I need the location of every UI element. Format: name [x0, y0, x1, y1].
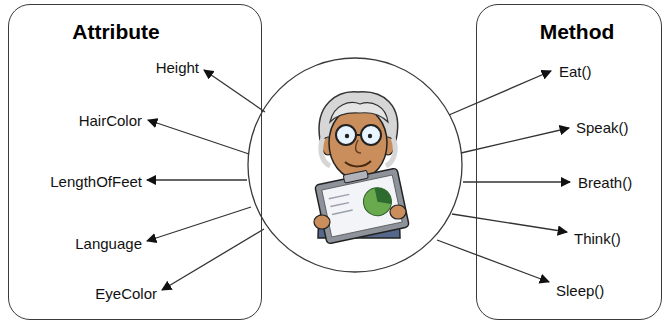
leader-arrow: [148, 120, 249, 154]
member-label: EyeColor: [37, 284, 157, 303]
object-circle: [248, 58, 462, 272]
method-panel: MethodEat() Speak() Breath() Think() Sleep(): [476, 4, 662, 320]
leader-arrow: [147, 179, 247, 180]
leader-arrows: [147, 70, 570, 290]
member-label: Sleep(): [556, 281, 636, 300]
person-illustration: [314, 92, 409, 244]
section-heading: Attribute: [36, 19, 196, 44]
member-label: Think(): [574, 229, 654, 248]
member-label: Breath(): [578, 173, 658, 192]
member-label: Height: [79, 58, 199, 77]
member-label: Speak(): [576, 118, 656, 137]
leader-arrow: [449, 71, 551, 115]
leader-arrow: [463, 181, 570, 182]
leader-arrow: [204, 70, 265, 112]
leader-arrow: [452, 214, 567, 232]
member-label: Eat(): [559, 62, 639, 81]
leader-arrow: [162, 229, 264, 290]
member-label: LengthOfFeet: [21, 172, 142, 191]
leader-arrow: [437, 240, 549, 282]
member-label: HairColor: [22, 111, 142, 130]
leader-arrow: [461, 128, 569, 153]
leader-arrow: [147, 207, 251, 241]
member-label: Language: [22, 234, 142, 253]
attribute-panel: AttributeHeightHairColorLengthOfFeetLang…: [8, 4, 262, 320]
section-heading: Method: [497, 19, 657, 44]
